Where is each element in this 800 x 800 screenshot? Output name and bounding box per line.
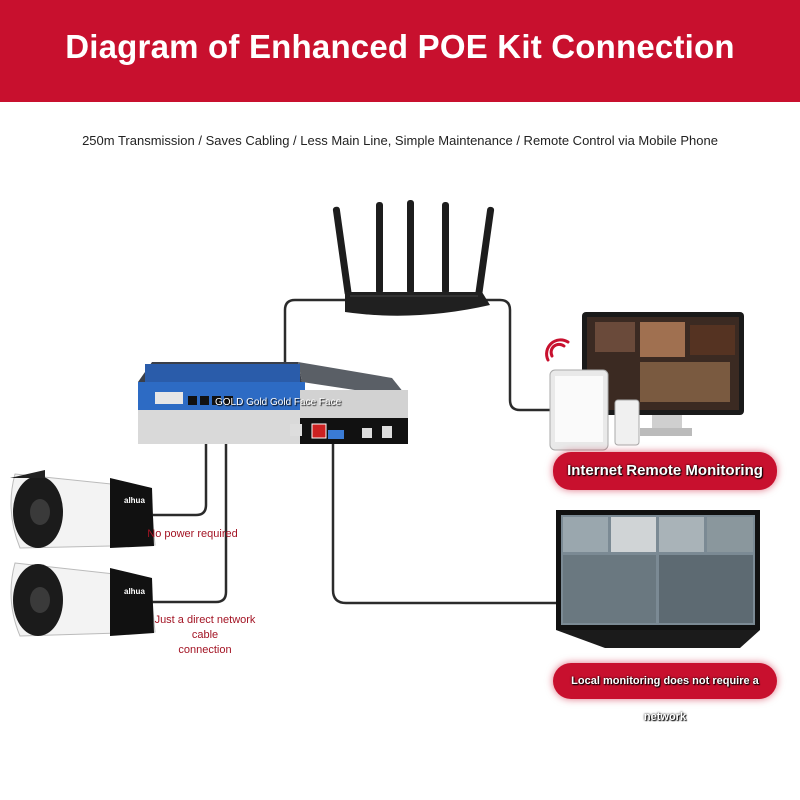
camera-2: alhua [10, 562, 156, 637]
network-cables [148, 298, 562, 605]
direct-cable-label-line2: connection [178, 644, 232, 656]
cable-nvr-to-tv [331, 438, 562, 605]
no-power-label: No power required [147, 528, 238, 540]
camera-1: alhua [10, 470, 156, 549]
camera-1-brand: alhua [124, 496, 145, 505]
cable-router-to-monitor-pc [480, 298, 562, 412]
direct-cable-label-line1: Just a direct network cable [154, 614, 256, 641]
remote-monitoring-badge: Internet Remote Monitoring [553, 452, 777, 490]
cable-switch-to-camera2 [148, 413, 228, 604]
wifi-icon [545, 338, 570, 362]
page-title: Diagram of Enhanced POE Kit Connection [65, 28, 735, 65]
title-banner: Diagram of Enhanced POE Kit Connection [0, 0, 800, 102]
local-monitoring-badge: Local monitoring does not require a netw… [553, 663, 777, 723]
remote-devices [545, 312, 744, 451]
page-subtitle: 250m Transmission / Saves Cabling / Less… [82, 133, 718, 148]
direct-cable-label: Just a direct network cable connection [140, 613, 270, 658]
cable-switch-to-camera1 [148, 413, 208, 517]
local-monitor-tv [556, 510, 760, 648]
poe-nvr-device [138, 362, 408, 444]
nvr-face-label: GOLD Gold Gold Face Face [215, 397, 342, 408]
router [332, 200, 495, 316]
camera-2-brand: alhua [124, 587, 145, 596]
